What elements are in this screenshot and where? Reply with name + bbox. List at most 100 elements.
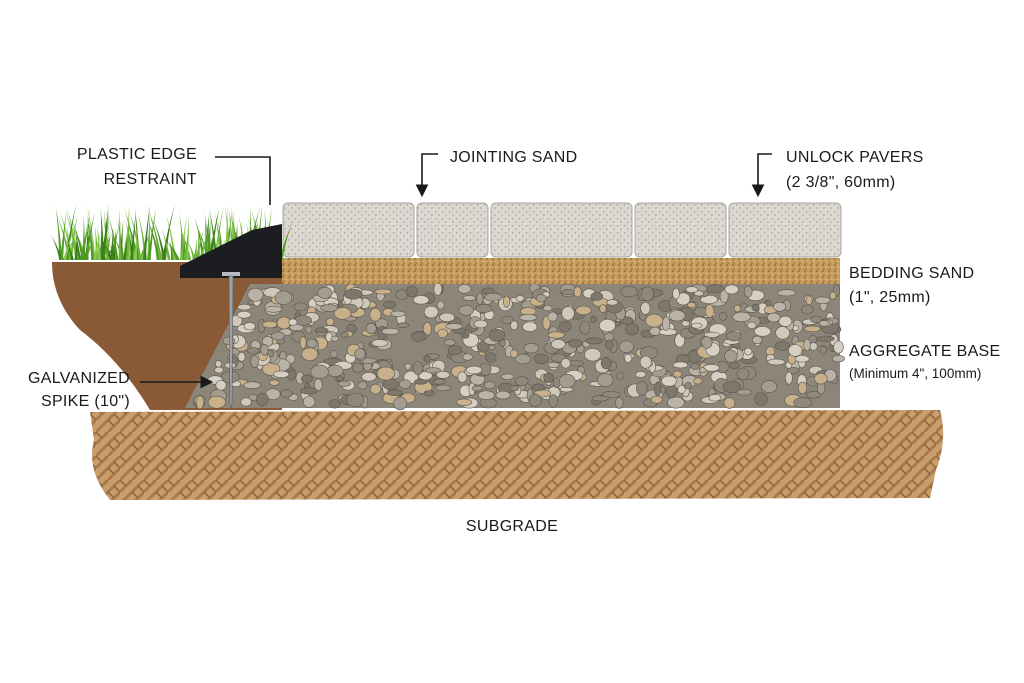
stone: [509, 385, 520, 392]
stone: [672, 287, 680, 300]
stone: [370, 383, 382, 395]
stone: [803, 338, 811, 352]
stone: [519, 313, 537, 322]
stone: [542, 305, 553, 312]
stone: [778, 315, 793, 327]
stone: [773, 301, 786, 312]
grass-blade: [112, 235, 125, 260]
stone: [561, 306, 575, 321]
stone: [340, 331, 349, 338]
stone: [690, 363, 700, 370]
grass-blade: [187, 241, 196, 260]
pavers: [282, 202, 842, 258]
stone: [640, 301, 651, 315]
stone: [515, 376, 529, 387]
label-aggregate-1: AGGREGATE BASE: [849, 343, 1001, 360]
stone: [624, 353, 633, 363]
jointing-sand-leader: [415, 153, 438, 198]
stone: [575, 305, 592, 315]
label-subgrade: SUBGRADE: [466, 518, 558, 535]
stone: [447, 345, 463, 356]
stone: [330, 335, 339, 342]
stone: [215, 380, 227, 391]
stone: [361, 372, 377, 382]
stone: [746, 321, 757, 329]
stone: [729, 361, 740, 370]
stone: [485, 352, 497, 363]
stone: [736, 367, 750, 380]
grass-blade: [110, 228, 114, 260]
stone: [584, 348, 602, 362]
stone: [439, 312, 455, 322]
stone: [804, 325, 821, 332]
stone: [547, 331, 565, 339]
stone: [561, 288, 576, 295]
stone: [273, 370, 290, 378]
stone: [369, 307, 382, 322]
grass-blade: [84, 212, 95, 260]
stone: [434, 384, 452, 391]
stone: [437, 328, 448, 339]
grass-blade: [87, 205, 96, 260]
stone: [616, 372, 625, 380]
label-bedding-sand-2: (1", 25mm): [849, 289, 931, 306]
stone: [547, 311, 558, 322]
stone: [668, 310, 686, 322]
stone: [376, 366, 395, 381]
stone: [754, 392, 768, 406]
stone: [558, 321, 572, 332]
paver: [490, 202, 633, 258]
stone: [386, 389, 404, 397]
stone: [523, 343, 539, 354]
stone: [672, 361, 689, 369]
stone: [533, 353, 549, 365]
stone: [805, 391, 821, 399]
stone: [706, 284, 724, 294]
pavers-leader: [751, 153, 772, 198]
grass-blade: [74, 231, 81, 260]
stone: [579, 321, 591, 335]
stone: [704, 304, 715, 318]
stone: [677, 385, 686, 394]
stone: [326, 364, 344, 377]
stone: [640, 286, 654, 302]
stone: [404, 363, 412, 371]
stone: [829, 291, 837, 300]
grass-blade: [161, 204, 176, 260]
stone: [374, 288, 393, 295]
stone: [457, 371, 468, 383]
stone: [661, 316, 671, 331]
stone: [270, 331, 285, 341]
stone: [510, 349, 518, 358]
stone: [620, 316, 634, 326]
stone: [810, 315, 823, 324]
stone: [465, 365, 483, 375]
grass-blade: [204, 212, 208, 260]
stone: [337, 380, 351, 387]
grass-blade: [97, 224, 101, 260]
stone: [471, 385, 483, 392]
grass-blade: [195, 228, 205, 260]
stone: [733, 304, 742, 313]
stone: [477, 390, 495, 401]
stone: [443, 339, 456, 346]
grass-blade: [204, 219, 212, 260]
stone: [568, 338, 583, 348]
stone: [831, 355, 845, 363]
stone: [288, 318, 298, 326]
stone: [237, 310, 252, 319]
stone: [800, 304, 814, 315]
grass-blade: [55, 205, 63, 260]
stone: [661, 375, 677, 387]
stone: [476, 292, 484, 305]
stone: [405, 285, 418, 298]
stone: [390, 310, 406, 317]
stone: [719, 289, 729, 304]
stone: [708, 394, 722, 402]
grass-blade: [185, 214, 189, 260]
stone: [724, 349, 738, 363]
label-pavers-2: (2 3/8", 60mm): [786, 174, 895, 191]
label-pavers-1: UNLOCK PAVERS: [786, 149, 924, 166]
label-bedding-sand-1: BEDDING SAND: [849, 265, 974, 282]
stone: [397, 322, 409, 329]
